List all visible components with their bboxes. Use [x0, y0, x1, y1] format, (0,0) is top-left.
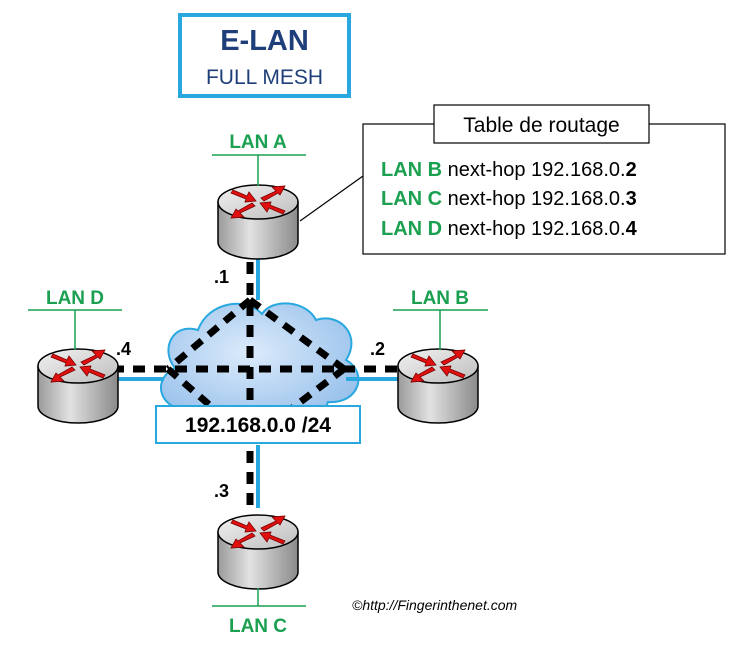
- copyright-text: ©http://Fingerinthenet.com: [352, 597, 518, 613]
- lan-d: LAN D: [28, 288, 122, 350]
- routing-table-title: Table de routage: [463, 114, 619, 137]
- iface-d-label: .4: [116, 339, 131, 359]
- routing-table: Table de routage LAN B next-hop 192.168.…: [299, 104, 726, 255]
- diagram-title: E-LAN: [220, 25, 309, 57]
- routing-row-suffix: 3: [626, 188, 637, 210]
- routing-row-lan: LAN B: [381, 159, 442, 181]
- diagram-subtitle: FULL MESH: [206, 66, 323, 89]
- callout-line: [299, 175, 364, 222]
- mesh-a-d: [165, 297, 253, 372]
- router-b: [397, 348, 479, 424]
- subnet-label: 192.168.0.0 /24: [185, 414, 331, 437]
- routing-row-nexthop: next-hop 192.168.0.: [442, 188, 625, 210]
- router-a: [217, 184, 299, 260]
- lan-c: LAN C: [212, 588, 306, 637]
- subnet-label-box: 192.168.0.0 /24: [155, 405, 361, 444]
- router-icon: [397, 348, 479, 424]
- router-icon: [217, 184, 299, 260]
- title-box: E-LAN FULL MESH: [178, 13, 351, 98]
- routing-row-lan: LAN C: [381, 188, 442, 210]
- iface-b-label: .2: [370, 339, 385, 359]
- routing-row-nexthop: next-hop 192.168.0.: [442, 218, 625, 240]
- routing-row-nexthop: next-hop 192.168.0.: [442, 159, 625, 181]
- iface-a-label: .1: [214, 267, 229, 287]
- lan-c-label: LAN C: [229, 616, 287, 637]
- router-icon: [37, 348, 119, 424]
- routing-row: LAN B next-hop 192.168.0.2: [381, 159, 637, 181]
- router-icon: [217, 514, 299, 590]
- routing-row-suffix: 4: [626, 218, 638, 240]
- lan-b: LAN B: [393, 288, 488, 350]
- router-c: [217, 514, 299, 590]
- routing-row: LAN C next-hop 192.168.0.3: [381, 188, 637, 210]
- routing-row-suffix: 2: [626, 159, 637, 181]
- routing-row: LAN D next-hop 192.168.0.4: [381, 218, 638, 240]
- lan-b-label: LAN B: [411, 288, 469, 309]
- lan-a: LAN A: [212, 132, 306, 186]
- iface-c-label: .3: [214, 481, 229, 501]
- lan-d-label: LAN D: [46, 288, 104, 309]
- router-d: [37, 348, 119, 424]
- lan-a-label: LAN A: [229, 132, 287, 153]
- routing-row-lan: LAN D: [381, 218, 442, 240]
